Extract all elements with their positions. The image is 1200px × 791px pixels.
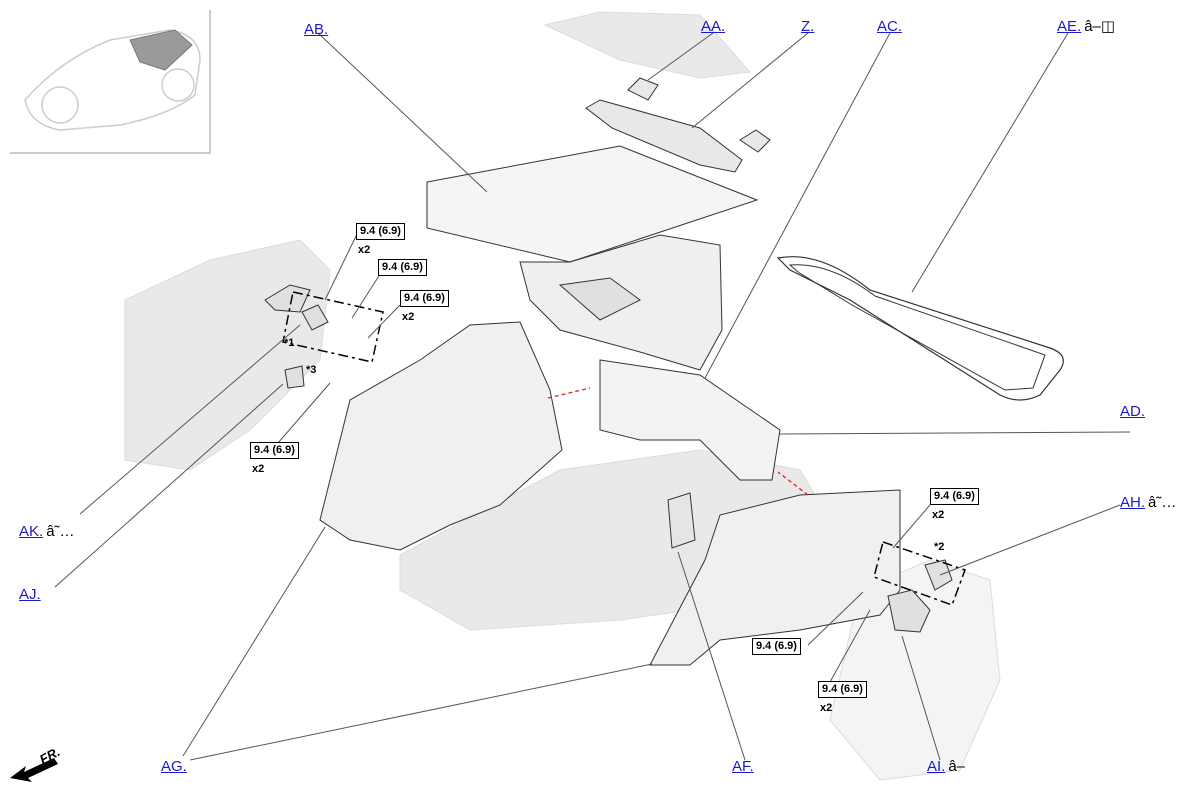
torque-qty: x2 bbox=[932, 509, 945, 521]
callout-ae-link[interactable]: AE. bbox=[1057, 18, 1082, 35]
callout-ad: AD. bbox=[1120, 403, 1148, 420]
side-trim-parts bbox=[319, 321, 901, 666]
torque-value: 9.4 (6.9) bbox=[356, 223, 405, 240]
callout-aj-link[interactable]: AJ. bbox=[19, 586, 41, 603]
torque-value: 9.4 (6.9) bbox=[930, 488, 979, 505]
callout-ak-link[interactable]: AK. bbox=[19, 523, 44, 540]
torque-spec: 9.4 (6.9) bbox=[752, 638, 801, 655]
callout-ab-link[interactable]: AB. bbox=[304, 21, 329, 38]
torque-value: 9.4 (6.9) bbox=[818, 681, 867, 698]
callout-ai-mark: â– bbox=[948, 758, 966, 775]
torque-value: 9.4 (6.9) bbox=[378, 259, 427, 276]
torque-spec: 9.4 (6.9) bbox=[378, 259, 427, 276]
small-cover-part bbox=[667, 492, 696, 549]
callout-z: Z. bbox=[801, 18, 817, 35]
leader-lines bbox=[54, 32, 1131, 761]
note-marker-2: *2 bbox=[934, 541, 945, 553]
torque-spec: 9.4 (6.9) x2 bbox=[930, 488, 979, 522]
torque-qty: x2 bbox=[252, 463, 265, 475]
note-marker-3: *3 bbox=[306, 364, 317, 376]
fastener-group-outlines bbox=[282, 291, 966, 606]
callout-ag: AG. bbox=[161, 758, 190, 775]
trunk-board-parts bbox=[426, 145, 759, 371]
callout-ae-mark: â–◫ bbox=[1084, 18, 1116, 35]
torque-spec: 9.4 (6.9) x2 bbox=[250, 442, 299, 476]
rear-panel-part bbox=[599, 359, 781, 481]
torque-spec: 9.4 (6.9) x2 bbox=[356, 223, 405, 257]
callout-af-link[interactable]: AF. bbox=[732, 758, 754, 775]
callout-ac-link[interactable]: AC. bbox=[877, 18, 903, 35]
body-background bbox=[124, 11, 1001, 781]
callout-ah-mark: â˜… bbox=[1148, 494, 1177, 511]
upper-trim-parts bbox=[585, 77, 771, 173]
torque-value: 9.4 (6.9) bbox=[250, 442, 299, 459]
front-arrow-icon bbox=[10, 758, 58, 782]
callout-ag-link[interactable]: AG. bbox=[161, 758, 187, 775]
callout-ad-link[interactable]: AD. bbox=[1120, 403, 1146, 420]
callout-ae: AE.â–◫ bbox=[1057, 18, 1115, 35]
callout-ak: AK.â˜… bbox=[19, 523, 75, 540]
callout-ac: AC. bbox=[877, 18, 905, 35]
callout-af: AF. bbox=[732, 758, 757, 775]
callout-aa: AA. bbox=[701, 18, 728, 35]
callout-aj: AJ. bbox=[19, 586, 44, 603]
callout-z-link[interactable]: Z. bbox=[801, 18, 815, 35]
torque-qty: x2 bbox=[402, 311, 415, 323]
weatherstrip-part bbox=[776, 256, 1064, 401]
callout-ah-link[interactable]: AH. bbox=[1120, 494, 1146, 511]
torque-spec: 9.4 (6.9) x2 bbox=[400, 290, 449, 324]
torque-qty: x2 bbox=[358, 244, 371, 256]
callout-ak-mark: â˜… bbox=[46, 523, 75, 540]
latch-parts bbox=[264, 284, 953, 633]
callout-ah: AH.â˜… bbox=[1120, 494, 1176, 511]
callout-ab: AB. bbox=[304, 21, 331, 38]
callout-aa-link[interactable]: AA. bbox=[701, 18, 726, 35]
callout-ai-link[interactable]: AI. bbox=[927, 758, 946, 775]
note-marker-1: *1 bbox=[284, 337, 295, 349]
torque-qty: x2 bbox=[820, 702, 833, 714]
vehicle-locator-inset bbox=[10, 10, 211, 154]
assembly-arrows bbox=[547, 387, 809, 496]
callout-ai: AI.â– bbox=[927, 758, 965, 775]
torque-value: 9.4 (6.9) bbox=[400, 290, 449, 307]
torque-spec: 9.4 (6.9) x2 bbox=[818, 681, 867, 715]
torque-value: 9.4 (6.9) bbox=[752, 638, 801, 655]
